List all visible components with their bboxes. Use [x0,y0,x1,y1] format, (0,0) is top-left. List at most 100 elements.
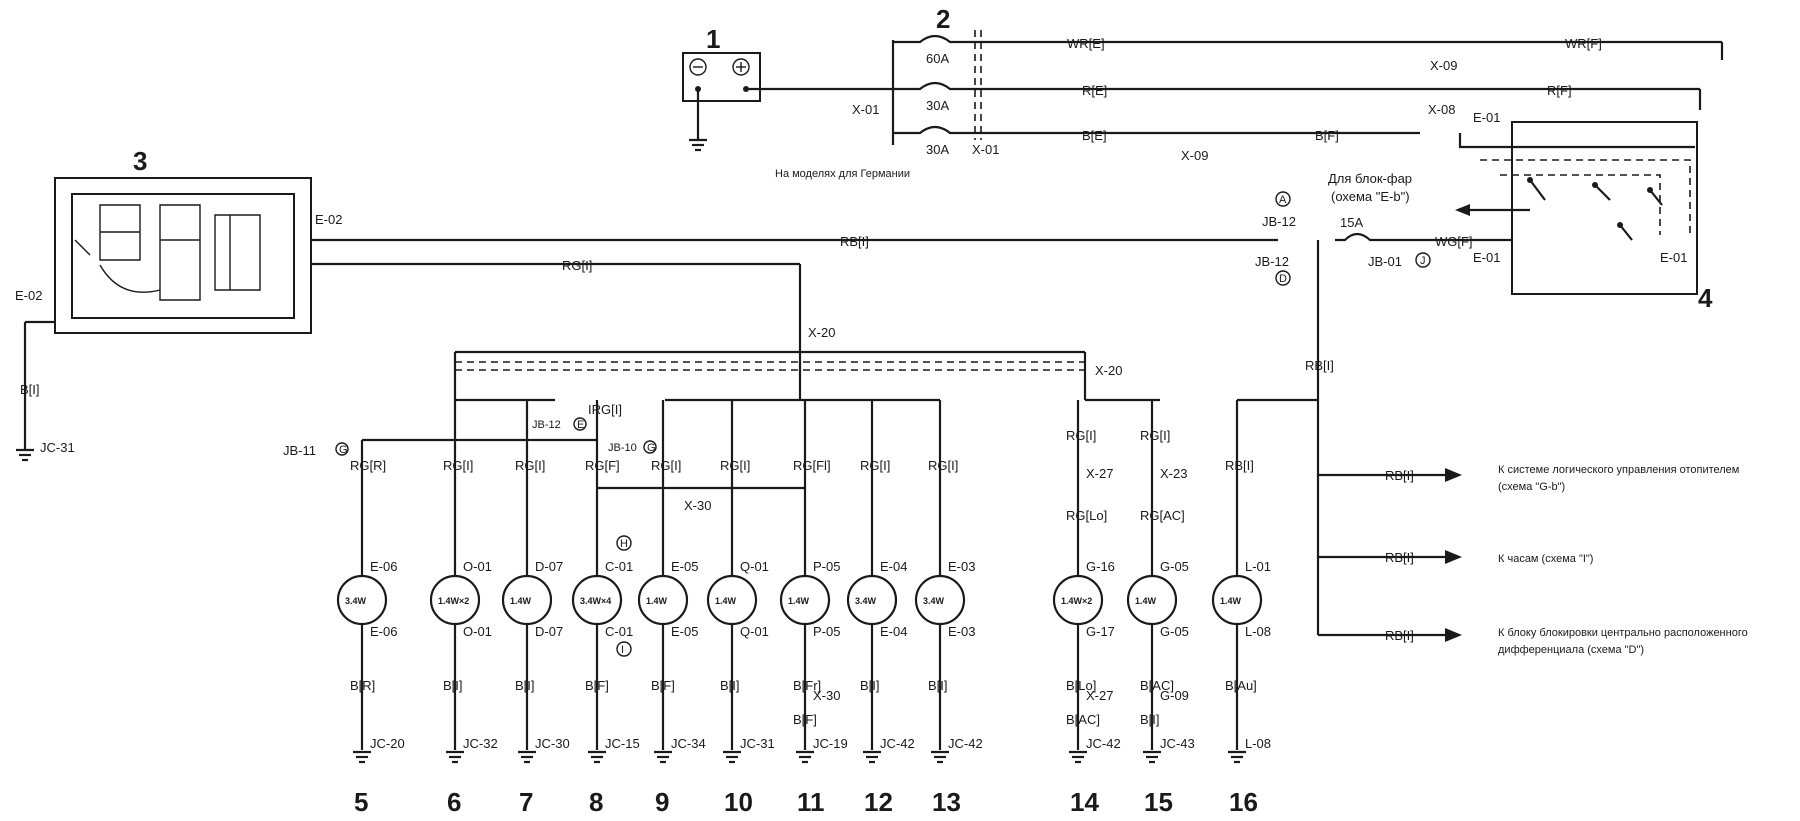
col-8-conn-top-label: C-01 [605,559,633,574]
wire-b-e-label: B[E] [1082,128,1107,143]
col-15-bottom-wire-label: B[AC] [1140,678,1174,693]
connector-e01-a-label: E-01 [1473,110,1500,125]
fuse-15a-label: 15A [1340,215,1363,230]
dest-1-line-a: К системе логического управления отопите… [1498,464,1739,476]
col-7-top-wire-label: RG[I] [515,458,545,473]
dest-3-line-a: К блоку блокировки центрально расположен… [1498,627,1748,639]
col-14-bottom-wire-2-label: B[AC] [1066,712,1100,727]
lamp-12-bulb-icon [846,574,898,626]
col-12-conn-top-label: E-04 [880,559,907,574]
col-12-top-wire-label: RG[I] [860,458,890,473]
col-8-conn-bot-label: C-01 [605,624,633,639]
wire-wg-f-label: WG[F] [1435,234,1473,249]
lamp-6-bulb-icon [429,574,481,626]
circle-d-label: D [1279,273,1287,285]
connector-e01-b-label: E-01 [1473,250,1500,265]
col-6-top-wire-label: RG[I] [443,458,473,473]
lamp-11-bulb-icon [779,574,831,626]
col-13-bottom-wire-label: B[I] [928,678,948,693]
col-5-conn-bot-label: E-06 [370,624,397,639]
col-10-ground-label: JC-31 [740,736,775,751]
left-ground-label: JC-31 [40,440,75,455]
col-16-ground-label: L-08 [1245,736,1271,751]
component-label-12: 12 [864,787,893,817]
col-6-bottom-wire-label: B[I] [443,678,463,693]
col-6-conn-top-label: O-01 [463,559,492,574]
battery-box [682,52,761,102]
col-15-conn-bot-label: G-05 [1160,624,1189,639]
component-label-13: 13 [932,787,961,817]
right-branch-outputs: RB[I] RB[I] RB[I] К системе логического … [1316,400,1748,656]
battery-negative-terminal [689,58,707,76]
rb-out-1-label: RB[I] [1385,468,1414,483]
col-5-jb-circle-label: G [339,444,348,456]
col-16-bottom-wire-label: B[Au] [1225,678,1257,693]
wire-rg-top-label: RG[I] [562,258,592,273]
col-9-conn-top-label: E-05 [671,559,698,574]
component-label-7: 7 [519,787,533,817]
connector-jb12-a-label: JB-12 [1262,214,1296,229]
fuse-30a-label: 30A [926,98,949,113]
rb-out-3-label: RB[I] [1385,628,1414,643]
col-14-mid-connector-label: X-27 [1086,466,1113,481]
lamp-11-wattage: 1.4W [788,596,810,606]
component-label-15: 15 [1144,787,1173,817]
lamp-12-wattage: 3.4W [855,596,877,606]
col-14-top-wire-label: RG[I] [1066,428,1096,443]
col-5-bottom-wire-label: B[R] [350,678,375,693]
col-8-top-wire-label: RG[F] [585,458,620,473]
headlamp-note-2: (охема "E-b") [1331,189,1410,204]
col-15-mid-connector-label: X-23 [1160,466,1187,481]
col-5-top-wire-label: RG[R] [350,458,386,473]
top-power-wires: WR[E] WR[F] X-09 R[E] R[F] X-08 B[E] X-0… [980,36,1724,163]
col-8-bottom-wire-label: B[F] [585,678,609,693]
headlamp-note-1: Для блок-фар [1328,171,1412,186]
component-label-14: 14 [1070,787,1099,817]
col-7-conn-bot-label: D-07 [535,624,563,639]
light-switch-box [1511,121,1698,295]
light-switch: E-01 E-01 Для блок-фар (охема "E-b") [1328,121,1698,295]
lamp-15-bulb-icon [1126,574,1178,626]
col-7-ground-label: JC-30 [535,736,570,751]
col-6-ground-label: JC-32 [463,736,498,751]
col-8-irg-label: IRG[I] [588,402,622,417]
battery-connector-label: X-01 [852,102,879,117]
col-5-jb-circle-icon [335,442,349,456]
col-8-jb10-label: JB-10 [608,442,637,454]
lamp-columns: 3.4WRG[R]E-06E-06B[R]JC-2051.4W×2RG[I]O-… [283,400,1271,817]
component-label-1: 1 [706,24,720,54]
col-9-bottom-wire-label: B[F] [651,678,675,693]
component-label-10: 10 [724,787,753,817]
col-15-ground-label: JC-43 [1160,736,1195,751]
col-11-conn-bot-label: P-05 [813,624,840,639]
lamp-16-bulb-icon [1211,574,1263,626]
col-12-bottom-wire-label: B[I] [860,678,880,693]
lamp-16-wattage: 1.4W [1220,596,1242,606]
bus-x20-label-b: X-20 [1095,363,1122,378]
col-5-conn-top-label: E-06 [370,559,397,574]
component-label-8: 8 [589,787,603,817]
component-label-2: 2 [936,4,950,34]
rb-out-2-label: RB[I] [1385,550,1414,565]
col-15-bottom-wire-2-label: B[I] [1140,712,1160,727]
component-numbers: 1 2 4 [706,4,1713,313]
fuse-30a-b-label: 30A [926,142,949,157]
col-5-jb-label: JB-11 [283,443,316,458]
wire-rb-top-label: RB[I] [840,234,869,249]
col-10-top-wire-label: RG[I] [720,458,750,473]
col-15-top-wire-label: RG[I] [1140,428,1170,443]
col-9-conn-bot-label: E-05 [671,624,698,639]
col-12-ground-label: JC-42 [880,736,915,751]
col-14-mid-wire-label: RG[Lo] [1066,508,1107,523]
lamp-9-bulb-icon [637,574,689,626]
battery-positive-terminal [732,58,750,76]
lamp-9-wattage: 1.4W [646,596,668,606]
col-8-jb10-circle-label: G [647,442,656,454]
lamp-13-wattage: 3.4W [923,596,945,606]
wire-r-e-label: R[E] [1082,83,1107,98]
col-15-conn-top-label: G-05 [1160,559,1189,574]
col-14-lower-connector-label: X-27 [1086,688,1113,703]
connector-e01-c-label: E-01 [1660,250,1687,265]
dimmer-module [54,177,312,334]
